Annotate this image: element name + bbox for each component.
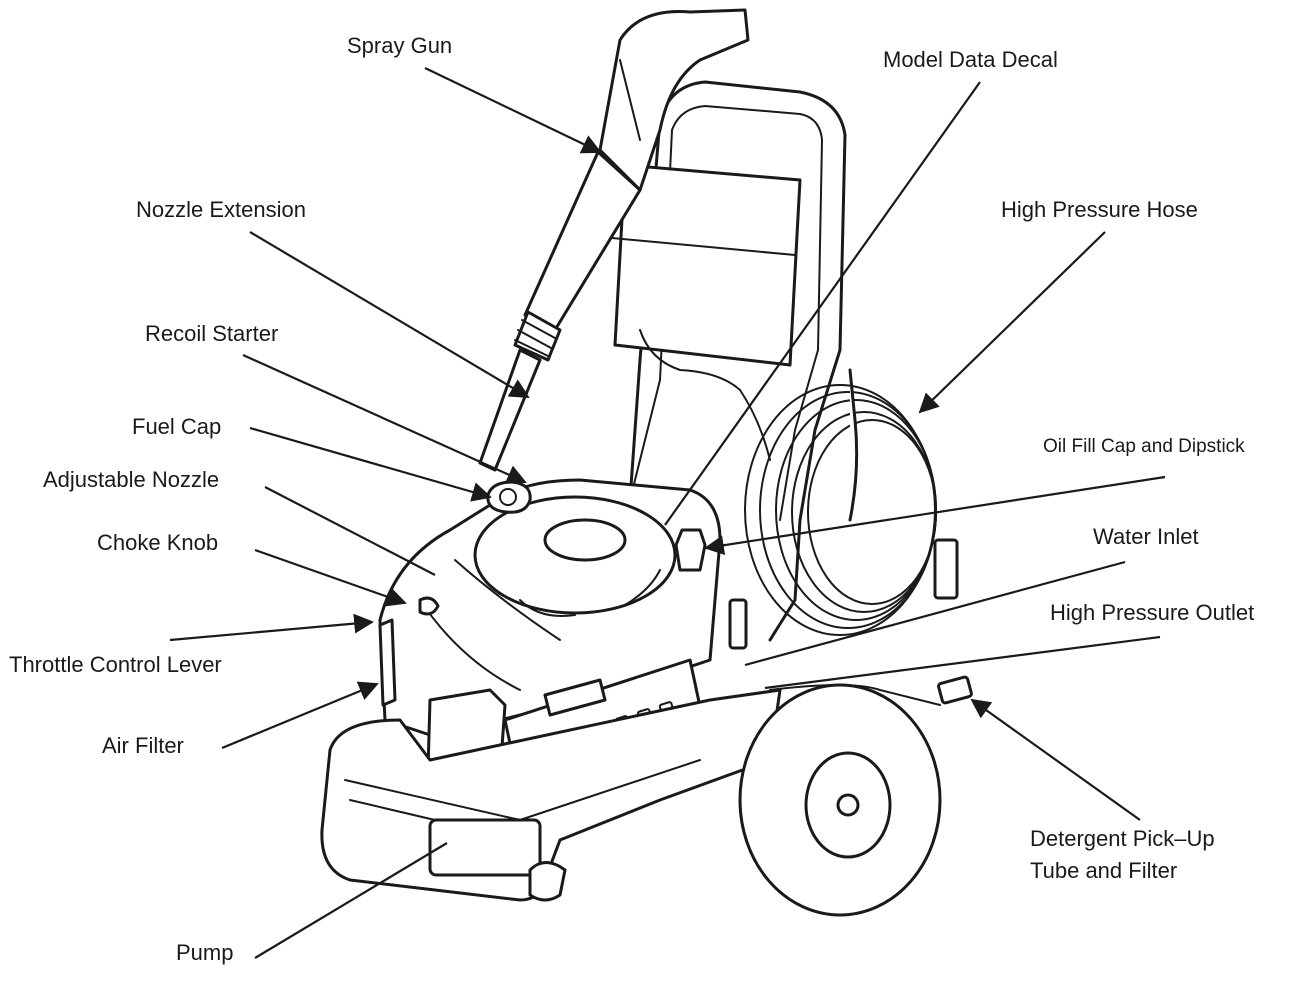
label-adjustable-nozzle: Adjustable Nozzle [43,467,220,492]
label-high-pressure-outlet: High Pressure Outlet [1050,600,1255,625]
label-air-filter: Air Filter [102,733,184,758]
label-oil-fill-cap: Oil Fill Cap and Dipstick [1043,436,1245,457]
label-high-pressure-hose: High Pressure Hose [1001,197,1198,222]
decal-panel [613,163,802,367]
pump-body [428,818,542,877]
label-pump: Pump [176,940,234,965]
label-throttle-control-lever: Throttle Control Lever [9,652,222,677]
pressure-washer-illustration [320,8,973,917]
label-water-inlet: Water Inlet [1093,524,1199,549]
label-choke-knob: Choke Knob [97,530,219,555]
label-nozzle-extension: Nozzle Extension [136,197,306,222]
throttle-lever [378,618,397,707]
label-model-data-decal: Model Data Decal [883,47,1058,72]
leader-lines [169,67,1166,959]
label-detergent-line2: Tube and Filter [1030,858,1178,883]
label-fuel-cap: Fuel Cap [132,414,222,439]
spray-gun-body [598,8,750,192]
choke-knob [418,596,440,616]
hose-hook [848,368,859,522]
label-detergent-line1: Detergent Pick–Up [1030,826,1215,851]
fuel-cap [486,480,532,514]
label-recoil-starter: Recoil Starter [145,321,279,346]
label-spray-gun: Spray Gun [347,33,453,58]
oil-fill-cap [674,528,707,572]
detergent-tube [769,684,941,706]
